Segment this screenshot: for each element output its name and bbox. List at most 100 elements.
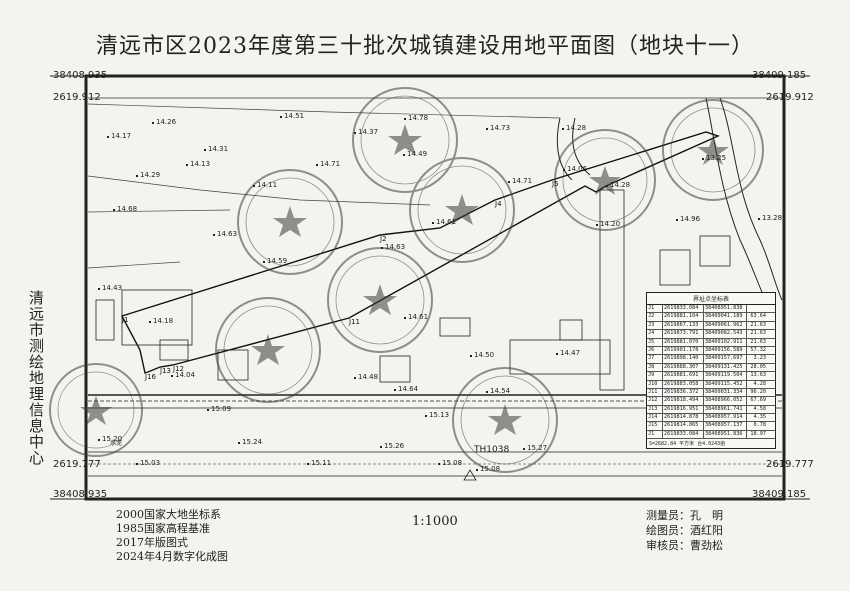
elevation-dot [354,132,356,134]
elevation-label: 14.29 [140,171,161,179]
star-icon [697,136,729,165]
elevation-label: 14.47 [560,349,581,357]
elevation-label: 14.28 [566,124,587,132]
elevation-label: 15.27 [527,444,548,452]
coordinate-table-cell: 2619814.865 [663,422,704,430]
seal-stamp-inner [335,255,425,345]
surveyor-line: 测量员：孔 明 [646,508,723,523]
coordinate-table-cell: J13 [647,405,663,414]
coordinate-table-cell: 21.63 [750,321,766,328]
star-icon [80,396,112,425]
drafter-name: 酒红阳 [690,524,723,537]
checker-name: 曹劲松 [690,539,723,552]
road-line [87,103,561,119]
coordinate-table-cell: 2619881.691 [663,372,704,380]
surveying-center-label: 清远市测绘地理信息中心 [27,290,45,466]
coordinate-table-cell: 21.63 [750,330,766,337]
elevation-dot [136,175,138,177]
coordinate-table-cell: 2619816.951 [663,405,704,414]
elevation-dot [676,219,678,221]
seal-stamp-inner [562,137,648,223]
elevation-label: 15.11 [311,459,332,467]
corner-bottom-right-x: 38409.185 [752,489,807,500]
boundary-point-label: J2 [380,235,387,243]
elevation-label: 14.43 [102,284,123,292]
elevation-dot [562,128,564,130]
elevation-dot [486,128,488,130]
star-icon [445,194,479,225]
coordinate-table-cell: J6 [647,346,663,355]
surveyor-label: 测量员： [646,509,690,522]
elevation-dot [238,442,240,444]
elevation-dot [380,446,382,448]
elevation-dot [316,164,318,166]
seal-stamp [452,367,558,473]
elevation-label: 14.13 [190,160,211,168]
coordinate-system: 2000国家大地坐标系 [116,508,221,521]
star-icon [589,166,621,195]
coordinate-table-cell: 2619833.084 [663,430,704,439]
elevation-dot [404,118,406,120]
building [559,319,583,341]
elevation-dot [354,377,356,379]
coordinate-table-cell: 4.35 [753,414,767,421]
corner-top-right-y: 2619.912 [766,92,814,103]
coordinate-table-cell: J2 [647,313,663,321]
elevation-label: 14.78 [408,114,429,122]
building [439,317,471,337]
seal-stamp [409,157,515,263]
benchmark-icon [463,469,477,481]
coordinate-table-cell: 96.20 [750,388,766,395]
star-icon [363,284,397,315]
surveyor-name: 孔 明 [690,509,723,522]
coordinate-table-cell: J14 [647,414,663,422]
coordinate-table-cell: 38409061.962 [704,321,747,330]
coordinate-table-cell: 38409119.504 [704,372,747,380]
elevation-label: 14.20 [600,220,621,228]
elevation-label: 14.17 [111,132,132,140]
elevation-dot [425,415,427,417]
coordinate-table-cell: 13.63 [750,372,766,379]
coordinate-table-header: 界址点坐标表 [647,293,775,305]
elevation-label: 14.71 [512,177,533,185]
building [95,299,115,341]
elevation-dot [253,185,255,187]
coordinate-table-cell: 2619833.084 [663,305,704,313]
elevation-label: 14.37 [358,128,379,136]
elevation-dot [113,209,115,211]
seal-stamp-inner [360,95,450,185]
elevation-dot [207,409,209,411]
elevation-dot [171,375,173,377]
elevation-dot [149,321,151,323]
elevation-dot [263,261,265,263]
coordinate-table-cell: 4.28 [753,380,767,387]
elevation-dot [280,116,282,118]
elevation-label: 14.04 [175,371,196,379]
boundary-point-label: J13 [160,367,171,375]
seal-stamp-inner [670,107,756,193]
boundary-point-label: J1 [122,316,129,324]
coordinate-table-cell: 63.64 [750,313,766,320]
coordinate-table-cell: 38409082.543 [704,330,747,338]
footer-notes: 2000国家大地坐标系 1985国家高程基准 2017年版图式 2024年4月数… [116,508,228,564]
coordinate-table-cell: J4 [647,330,663,338]
boundary-point-label: J5 [552,180,559,188]
coordinate-table-cell: 38409031.334 [704,388,747,397]
elevation-dot [136,463,138,465]
elevation-label: 14.61 [408,313,429,321]
elevation-label: 15.24 [242,438,263,446]
seal-stamp [237,169,343,275]
road-line [87,261,181,269]
map-scale: 1:1000 [412,514,458,529]
coordinate-table-cell: 57.32 [750,346,766,353]
elevation-label: 14.26 [156,118,177,126]
coordinate-table-cell: 4.58 [753,405,767,412]
corner-top-left-y: 2619.912 [53,92,101,103]
elevation-label: 15.08 [480,465,501,473]
coordinate-table-cell: 0.78 [753,422,767,429]
